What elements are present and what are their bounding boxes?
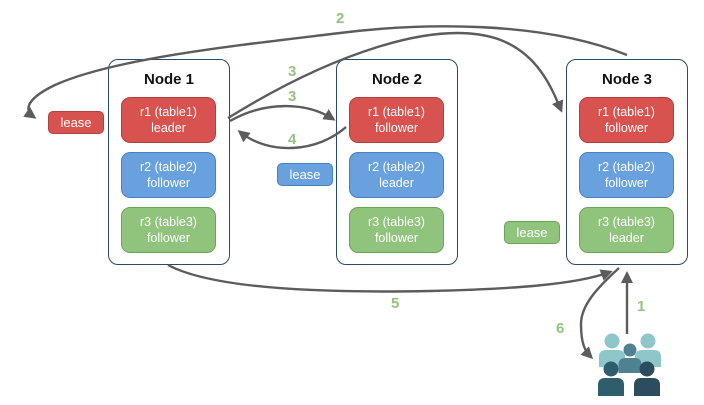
node-3-range-r1: r1 (table1) follower xyxy=(579,97,674,143)
range-id: r1 (table1) xyxy=(368,104,425,119)
node-2-range-r3: r3 (table3) follower xyxy=(349,207,444,253)
node-1-range-r3: r3 (table3) follower xyxy=(121,207,216,253)
step-label-5: 5 xyxy=(391,295,400,312)
range-id: r2 (table2) xyxy=(368,159,425,174)
range-id: r3 (table3) xyxy=(140,214,197,229)
range-role: follower xyxy=(374,121,419,135)
node-2: Node 2 r1 (table1) follower r2 (table2) … xyxy=(336,59,458,265)
step-label-1: 1 xyxy=(637,298,646,315)
node-3-range-r2: r2 (table2) follower xyxy=(579,152,674,198)
step-label-2: 2 xyxy=(336,10,345,27)
range-id: r1 (table1) xyxy=(140,104,197,119)
node-3: Node 3 r1 (table1) follower r2 (table2) … xyxy=(566,59,688,265)
range-id: r3 (table3) xyxy=(598,214,655,229)
node-2-range-r2: r2 (table2) leader xyxy=(349,152,444,198)
range-role: follower xyxy=(146,176,191,190)
lease-label-r2: lease xyxy=(277,163,333,186)
lease-label-r1: lease xyxy=(48,111,104,134)
range-role: follower xyxy=(604,176,649,190)
range-role: follower xyxy=(146,231,191,245)
node-1-title: Node 1 xyxy=(143,71,194,88)
step-label-3a: 3 xyxy=(288,63,297,80)
node-2-range-r1: r1 (table1) follower xyxy=(349,97,444,143)
range-id: r2 (table2) xyxy=(140,159,197,174)
node-3-title: Node 3 xyxy=(601,71,652,88)
range-role: leader xyxy=(151,121,186,135)
arrow-step-6 xyxy=(579,267,620,360)
step-label-4: 4 xyxy=(288,131,297,148)
arrow-step-5 xyxy=(167,263,613,293)
node-3-range-r3: r3 (table3) leader xyxy=(579,207,674,253)
step-label-3b: 3 xyxy=(288,88,297,105)
range-role: follower xyxy=(604,121,649,135)
range-role: leader xyxy=(379,176,414,190)
range-id: r2 (table2) xyxy=(598,159,655,174)
range-id: r1 (table1) xyxy=(598,104,655,119)
node-1: Node 1 r1 (table1) leader r2 (table2) fo… xyxy=(108,59,230,265)
range-id: r3 (table3) xyxy=(368,214,425,229)
node-1-range-r1: r1 (table1) leader xyxy=(121,97,216,143)
node-1-range-r2: r2 (table2) follower xyxy=(121,152,216,198)
range-role: leader xyxy=(609,231,644,245)
arrow-step-3-to-node2 xyxy=(229,104,336,123)
node-2-title: Node 2 xyxy=(371,71,422,88)
step-label-6: 6 xyxy=(556,320,565,337)
users-group-icon xyxy=(598,333,661,396)
lease-label-r3: lease xyxy=(504,221,560,244)
range-role: follower xyxy=(374,231,419,245)
